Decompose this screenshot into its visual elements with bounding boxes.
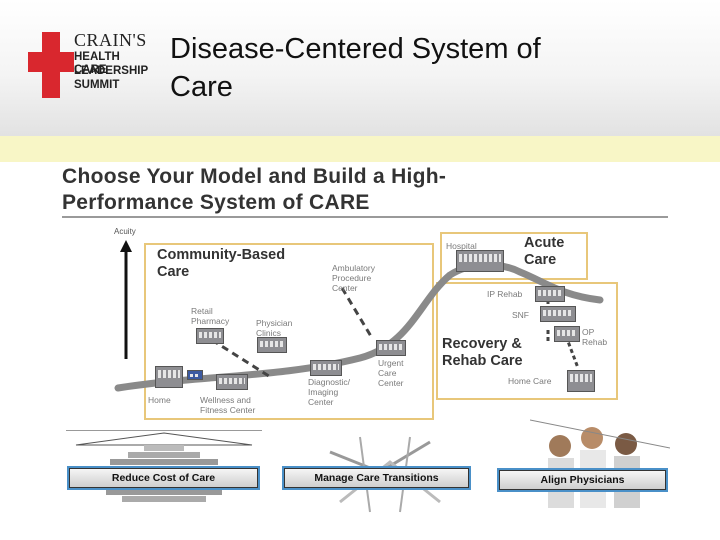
logo-line-2: LEADERSHIP <box>74 65 149 77</box>
ambulatory-line-2: Procedure <box>332 273 372 283</box>
recovery-care-title: Recovery & Rehab Care <box>442 336 523 370</box>
acute-title-line-1: Acute <box>524 235 565 251</box>
manage-transitions-label: Manage Care Transitions <box>284 468 469 488</box>
physician-clinics-line-2: Clinics <box>256 328 282 338</box>
op-rehab-label: OP Rehab <box>582 327 607 347</box>
retail-pharmacy-building-icon <box>196 328 224 344</box>
urgent-line-1: Urgent <box>378 358 404 368</box>
ambulatory-center-label: Ambulatory Procedure Center <box>332 263 375 293</box>
urgent-line-3: Center <box>378 378 404 388</box>
title-line-1: Disease-Centered System of <box>170 33 541 65</box>
retail-pharmacy-line-2: Pharmacy <box>191 316 230 326</box>
physician-clinics-label: Physician Clinics <box>256 318 292 338</box>
ip-rehab-building-icon <box>535 286 565 302</box>
physician-clinic-building-icon <box>257 337 287 353</box>
highlight-band <box>0 136 720 162</box>
red-cross-bar <box>28 52 74 72</box>
home-building-icon <box>155 366 183 388</box>
urgent-care-building-icon <box>376 340 406 356</box>
community-title-line-2: Care <box>157 264 190 280</box>
urgent-line-2: Care <box>378 368 397 378</box>
title-line-2: Care <box>170 71 233 103</box>
op-rehab-line-1: OP <box>582 327 595 337</box>
recovery-care-box <box>436 282 618 400</box>
home-care-label: Home Care <box>508 376 552 386</box>
community-title-line-1: Community-Based <box>157 247 286 263</box>
slide-header <box>0 0 720 136</box>
diagnostic-center-label: Diagnostic/ Imaging Center <box>308 377 350 407</box>
snf-building-icon <box>540 306 576 322</box>
heading-line-2: Performance System of CARE <box>62 191 370 214</box>
wellness-center-label: Wellness and Fitness Center <box>200 395 255 415</box>
acute-care-title: Acute Care <box>524 235 564 269</box>
slide-heading: Choose Your Model and Build a High- Perf… <box>62 164 446 216</box>
hospital-building-icon <box>456 250 504 272</box>
home-care-building-icon <box>567 370 595 392</box>
car-icon <box>187 370 203 380</box>
community-care-box <box>144 243 434 420</box>
reduce-cost-label: Reduce Cost of Care <box>69 468 258 488</box>
diagnostic-line-1: Diagnostic/ <box>308 377 351 387</box>
diagnostic-line-2: Imaging <box>308 387 339 397</box>
heading-line-1: Choose Your Model and Build a High- <box>62 165 447 188</box>
logo-line-1: HEALTH CARE <box>74 51 120 76</box>
acuity-axis-arrow <box>120 240 132 359</box>
acuity-axis-label: Acuity <box>114 227 136 236</box>
wellness-line-1: Wellness and <box>200 395 251 405</box>
diagnostic-line-3: Center <box>308 397 334 407</box>
community-care-title: Community-Based Care <box>157 247 285 281</box>
physicians-photo-graphic <box>530 419 670 508</box>
acute-title-line-2: Care <box>524 252 557 268</box>
recovery-title-line-1: Recovery & <box>442 336 522 352</box>
retail-pharmacy-line-1: Retail <box>191 306 213 316</box>
home-label: Home <box>148 395 171 405</box>
physician-clinics-line-1: Physician <box>256 318 293 328</box>
snf-label: SNF <box>512 310 529 320</box>
op-rehab-line-2: Rehab <box>582 337 608 347</box>
heading-rule <box>62 216 668 218</box>
wellness-center-building-icon <box>216 374 248 390</box>
wellness-line-2: Fitness Center <box>200 405 256 415</box>
diagnostic-center-building-icon <box>310 360 342 376</box>
ambulatory-line-1: Ambulatory <box>332 263 375 273</box>
retail-pharmacy-label: Retail Pharmacy <box>191 306 229 326</box>
align-physicians-label: Align Physicians <box>499 470 666 490</box>
logo-brand: CRAIN'S <box>74 30 147 50</box>
logo-line-3: SUMMIT <box>74 79 120 91</box>
hospital-label: Hospital <box>446 241 477 251</box>
crains-logo: CRAIN'S HEALTH CARE LEADERSHIP SUMMIT <box>28 30 148 100</box>
recovery-title-line-2: Rehab Care <box>442 353 523 369</box>
urgent-care-label: Urgent Care Center <box>378 358 404 388</box>
ambulatory-line-3: Center <box>332 283 358 293</box>
op-rehab-building-icon <box>554 326 580 342</box>
ip-rehab-label: IP Rehab <box>487 289 523 299</box>
page-title: Disease-Centered System of Care <box>170 30 690 106</box>
